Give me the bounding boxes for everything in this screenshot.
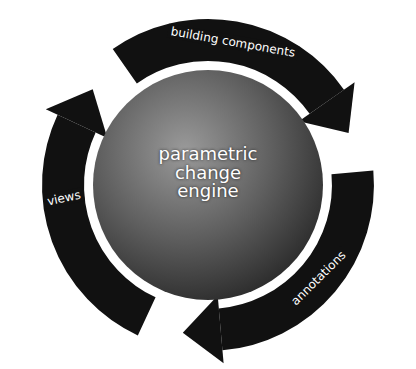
arrow-head xyxy=(183,296,224,364)
engine-sphere: parametric change engine xyxy=(93,70,323,300)
arrow-head xyxy=(46,89,108,138)
arrow-head xyxy=(299,82,355,133)
engine-label: parametric change engine xyxy=(143,145,273,202)
